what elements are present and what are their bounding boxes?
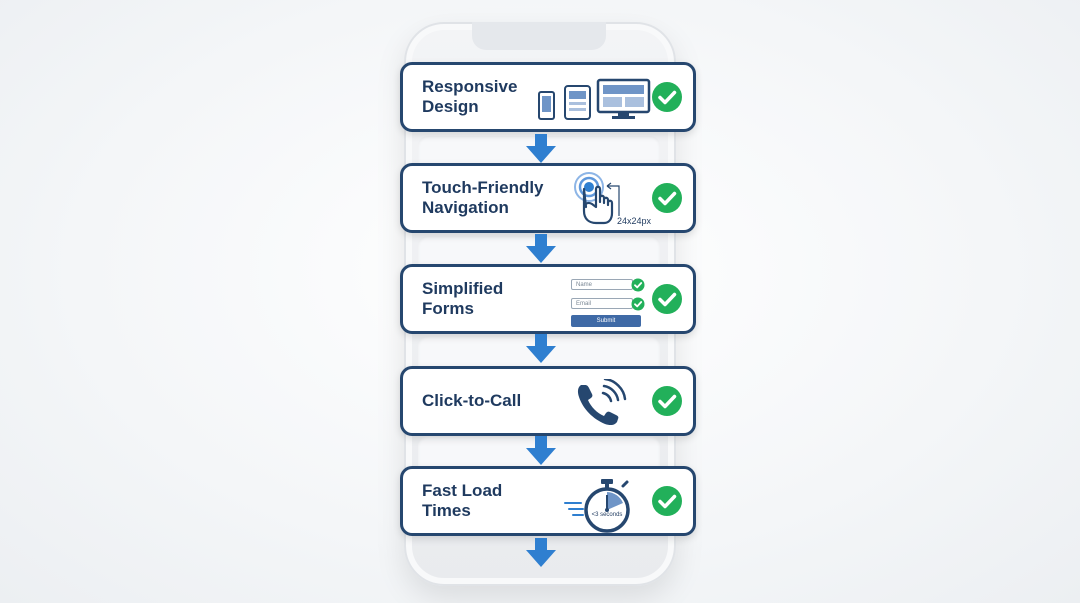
- stopwatch-icon: [564, 479, 630, 533]
- load-time-label: <3 seconds: [591, 512, 623, 518]
- arrow-down-icon: [526, 134, 556, 163]
- devices-icon: [538, 78, 651, 120]
- check-icon: [652, 486, 682, 516]
- step-card-responsive-design: Responsive Design: [400, 62, 696, 132]
- phone-call-icon: [577, 379, 627, 426]
- form-name-field: Name: [571, 279, 633, 290]
- check-icon: [631, 297, 645, 311]
- step-card-fast-load-times: Fast Load Times <3 seconds: [400, 466, 696, 536]
- check-icon: [652, 82, 682, 112]
- touch-hand-icon: [574, 172, 620, 225]
- step-title: Fast Load Times: [422, 481, 503, 520]
- step-card-click-to-call: Click-to-Call: [400, 366, 696, 436]
- step-card-simplified-forms: Simplified Forms Name Email Submit: [400, 264, 696, 334]
- step-title: Click-to-Call: [422, 391, 522, 410]
- arrow-down-icon: [526, 334, 556, 363]
- check-icon: [652, 284, 682, 314]
- form-submit-button: Submit: [571, 315, 641, 327]
- step-title: Simplified Forms: [422, 279, 504, 318]
- step-title: Responsive Design: [422, 77, 518, 116]
- check-icon: [631, 278, 645, 292]
- touch-target-size-label: 24x24px: [617, 216, 652, 226]
- arrow-down-icon: [526, 234, 556, 263]
- step-title: Touch-Friendly Navigation: [422, 178, 544, 217]
- step-card-touch-friendly-navigation: Touch-Friendly Navigation 24x24px: [400, 163, 696, 233]
- phone-notch: [472, 22, 606, 50]
- arrow-down-icon: [526, 436, 556, 465]
- arrow-down-icon: [526, 538, 556, 567]
- form-email-field: Email: [571, 298, 633, 309]
- check-icon: [652, 386, 682, 416]
- check-icon: [652, 183, 682, 213]
- form-icon: Name Email Submit: [571, 278, 651, 329]
